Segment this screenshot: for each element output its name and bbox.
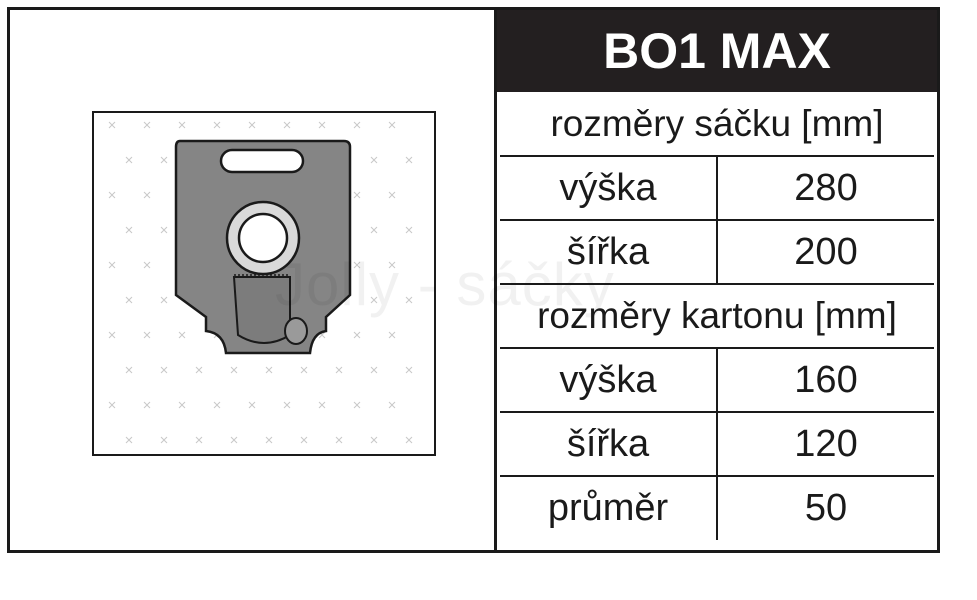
pattern-mark [230,436,238,444]
pattern-mark [125,296,133,304]
pattern-mark [213,401,221,409]
pattern-mark [353,121,361,129]
bag-handle-slot [219,148,305,174]
carton-dimensions-heading: rozměry kartonu [mm] [500,283,934,349]
pattern-mark [388,261,396,269]
table-row: šířka 200 [500,219,934,285]
pattern-mark [108,401,116,409]
carton-height-value: 160 [716,347,934,413]
pattern-mark [143,401,151,409]
pattern-mark [160,366,168,374]
specification-panel: BO1 MAX rozměry sáčku [mm] výška 280 šíř… [497,10,937,550]
carton-dimensions-heading-row: rozměry kartonu [mm] [500,283,934,349]
pattern-mark [195,436,203,444]
pattern-mark [388,401,396,409]
bag-illustration-frame [92,111,436,456]
pattern-mark [353,401,361,409]
dimensions-table: rozměry sáčku [mm] výška 280 šířka 200 r… [500,92,934,540]
bag-opening [237,212,289,264]
pattern-mark [388,191,396,199]
pattern-mark [370,226,378,234]
pattern-mark [335,366,343,374]
pattern-mark [370,436,378,444]
pattern-mark [353,191,361,199]
pattern-mark [370,296,378,304]
product-title: BO1 MAX [497,10,937,92]
carton-height-label: výška [500,347,718,413]
bag-illustration [108,121,413,444]
pattern-mark [108,121,116,129]
pattern-mark [125,156,133,164]
pattern-mark [143,191,151,199]
bag-dimensions-heading-row: rozměry sáčku [mm] [500,92,934,157]
pattern-mark [370,366,378,374]
pattern-mark [248,401,256,409]
pattern-mark [405,296,413,304]
carton-diameter-label: průměr [500,475,718,540]
bag-width-value: 200 [716,219,934,285]
pattern-mark [160,436,168,444]
bag-width-label: šířka [500,219,718,285]
pattern-mark [353,261,361,269]
pattern-mark [213,121,221,129]
pattern-mark [283,401,291,409]
pattern-mark [178,121,186,129]
pattern-mark [125,436,133,444]
pattern-mark [125,226,133,234]
pattern-mark [405,436,413,444]
pattern-mark [178,331,186,339]
pattern-mark [370,156,378,164]
pattern-mark [108,261,116,269]
table-row: průměr 50 [500,475,934,540]
pattern-mark [283,121,291,129]
bag-tab [284,317,308,345]
pattern-mark [388,121,396,129]
pattern-mark [230,366,238,374]
pattern-mark [300,436,308,444]
pattern-mark [353,331,361,339]
pattern-mark [125,366,133,374]
pattern-mark [265,436,273,444]
carton-diameter-value: 50 [716,475,934,540]
carton-width-value: 120 [716,411,934,477]
bag-dimensions-heading: rozměry sáčku [mm] [500,92,934,157]
pattern-mark [160,296,168,304]
pattern-mark [160,226,168,234]
pattern-mark [300,366,308,374]
pattern-mark [195,366,203,374]
table-row: výška 160 [500,347,934,413]
pattern-mark [265,366,273,374]
pattern-mark [405,226,413,234]
illustration-panel: Jolly - sáčky [10,10,614,550]
pattern-mark [143,331,151,339]
pattern-mark [405,366,413,374]
product-sheet: Jolly - sáčky BO1 MAX rozměry sáčku [mm]… [7,7,940,553]
pattern-mark [178,401,186,409]
pattern-mark [143,121,151,129]
bag-pouch [232,276,291,344]
pattern-mark [160,156,168,164]
carton-width-label: šířka [500,411,718,477]
pattern-mark [318,121,326,129]
pattern-mark [405,156,413,164]
table-row: výška 280 [500,155,934,221]
pattern-mark [335,436,343,444]
pattern-mark [248,121,256,129]
table-row: šířka 120 [500,411,934,477]
pattern-mark [108,331,116,339]
bag-height-value: 280 [716,155,934,221]
pattern-mark [318,401,326,409]
bag-height-label: výška [500,155,718,221]
pattern-mark [108,191,116,199]
pattern-mark [143,261,151,269]
pattern-mark [388,331,396,339]
